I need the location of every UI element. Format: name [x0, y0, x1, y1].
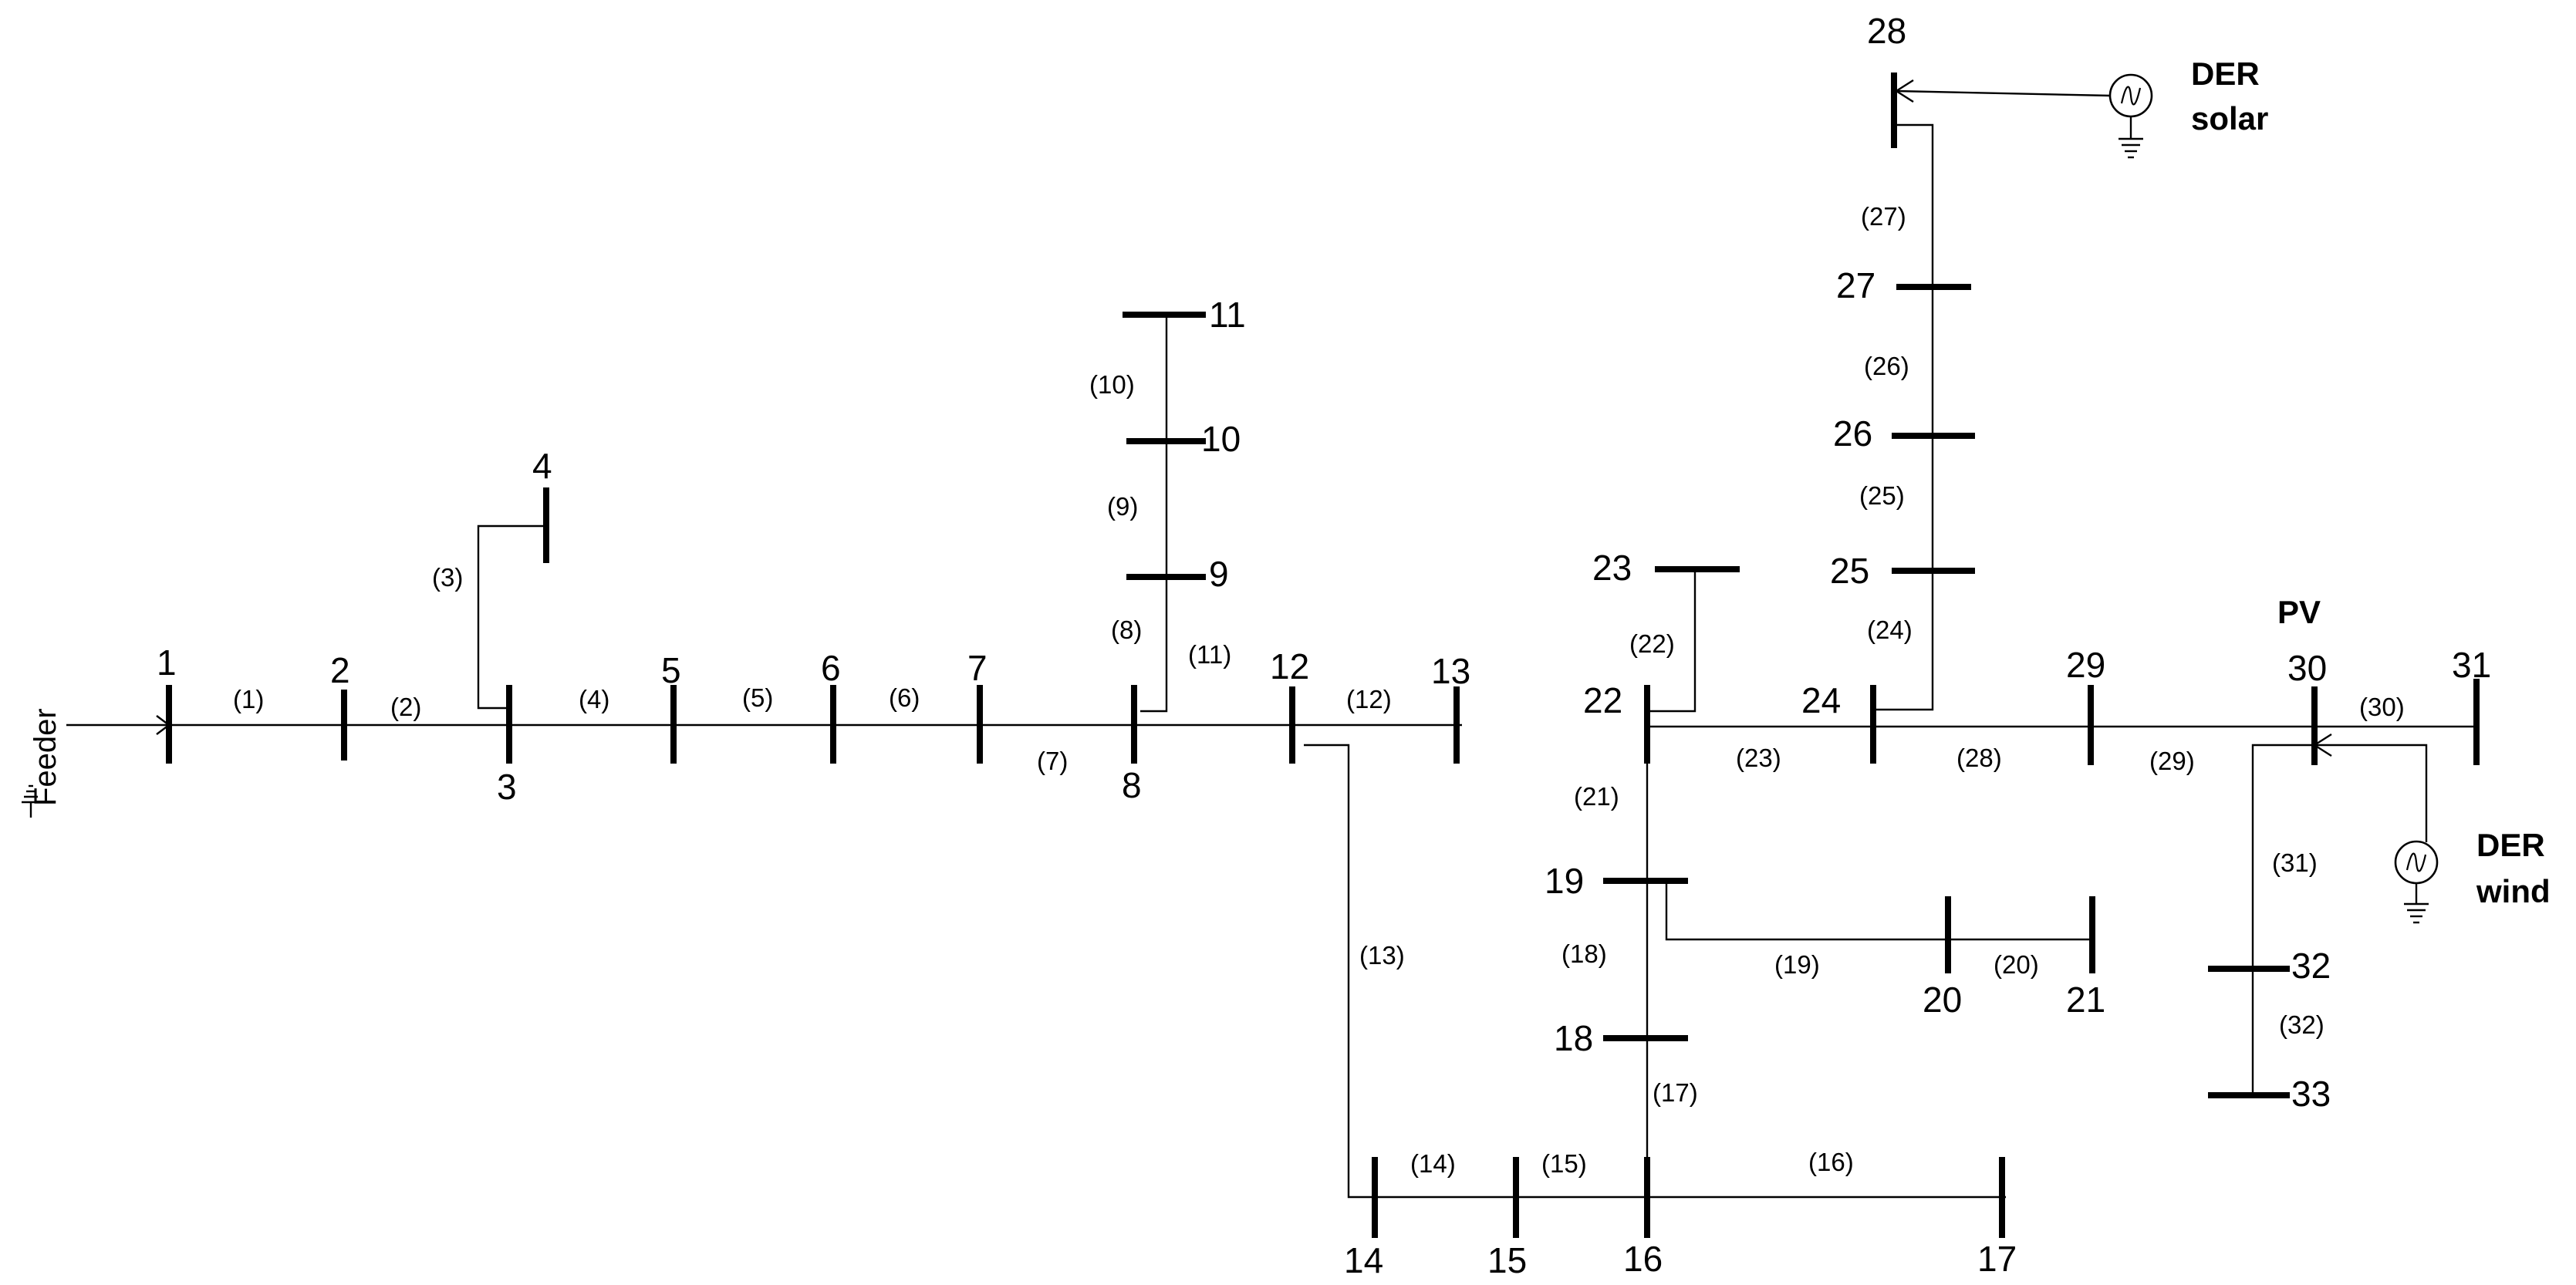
bus-label-9: 9	[1209, 554, 1229, 594]
bus-label-17: 17	[1977, 1239, 2017, 1279]
bus-label-7: 7	[967, 648, 988, 688]
der-solar-label-line1: DER	[2191, 56, 2260, 92]
bus-label-29: 29	[2066, 645, 2105, 685]
branch-label-9: (9)	[1107, 492, 1138, 521]
branch-label-21: (21)	[1574, 782, 1619, 811]
branch-label-11: (11)	[1188, 640, 1231, 669]
branch-line-24-28	[1875, 123, 1934, 711]
der-solar-generator: DER solar	[2108, 56, 2268, 159]
bus-bars	[166, 73, 2480, 1238]
bus-label-33: 33	[2291, 1074, 2331, 1114]
pv-label: PV	[2277, 594, 2321, 630]
bus-label-5: 5	[661, 650, 681, 690]
bus-label-16: 16	[1623, 1239, 1663, 1279]
branch-label-27: (27)	[1861, 202, 1906, 231]
branch-label-4: (4)	[579, 685, 609, 713]
branch-label-6: (6)	[889, 683, 920, 712]
branch-label-17: (17)	[1653, 1078, 1698, 1107]
branch-label-8: (8)	[1111, 616, 1142, 644]
bus-label-6: 6	[821, 648, 841, 688]
branch-label-20: (20)	[1994, 950, 2039, 979]
bus-label-30: 30	[2287, 648, 2327, 688]
branch-label-5: (5)	[742, 683, 773, 712]
branch-label-14: (14)	[1410, 1149, 1456, 1178]
bus-label-1: 1	[157, 642, 177, 683]
bus-label-24: 24	[1801, 680, 1841, 720]
bus-label-10: 10	[1201, 419, 1241, 459]
branch-label-16: (16)	[1808, 1148, 1854, 1176]
der-wind-line	[2314, 744, 2428, 842]
bus-label-23: 23	[1592, 548, 1632, 588]
der-solar-line	[1896, 89, 2111, 97]
branch-label-12: (12)	[1346, 685, 1392, 713]
branch-label-10: (10)	[1089, 370, 1135, 399]
bus-label-12: 12	[1270, 646, 1309, 686]
branch-line-13	[1304, 744, 1375, 1199]
branch-label-24: (24)	[1867, 616, 1913, 644]
bus-label-3: 3	[497, 767, 517, 807]
bus-label-28: 28	[1867, 11, 1906, 51]
bus-label-32: 32	[2291, 946, 2331, 986]
branch-label-2: (2)	[390, 693, 421, 721]
branch-label-23: (23)	[1736, 744, 1781, 772]
bus-label-18: 18	[1554, 1018, 1593, 1058]
branch-label-25: (25)	[1859, 481, 1905, 510]
der-solar-ground-icon	[2119, 116, 2143, 159]
branch-line-19	[1665, 879, 2095, 941]
bus-label-22: 22	[1583, 680, 1622, 720]
branch-labels: (1) (2) (3) (4) (5) (6) (7) (8) (9) (10)…	[233, 202, 2405, 1178]
feeder-label: Feeder	[29, 708, 62, 806]
bus-label-20: 20	[1923, 980, 1962, 1020]
bus-label-2: 2	[330, 650, 350, 690]
branch-label-28: (28)	[1956, 744, 2002, 772]
bus-label-27: 27	[1836, 265, 1875, 305]
branch-label-30: (30)	[2359, 693, 2405, 721]
bus-label-21: 21	[2066, 980, 2105, 1020]
branch-label-3: (3)	[432, 563, 463, 592]
branch-line-8-9-10-11	[1140, 315, 1168, 713]
branch-label-7: (7)	[1037, 747, 1068, 775]
bus-label-14: 14	[1344, 1240, 1383, 1280]
feeder-ground-icon	[22, 784, 40, 818]
bus-label-15: 15	[1487, 1240, 1527, 1280]
bus-label-13: 13	[1431, 651, 1470, 691]
der-wind-generator: DER wind	[2394, 827, 2551, 924]
feeder: Feeder	[22, 708, 62, 818]
bus-label-11: 11	[1209, 295, 1246, 335]
bus-label-25: 25	[1830, 551, 1869, 591]
bus-label-8: 8	[1122, 765, 1142, 805]
branch-label-31: (31)	[2272, 848, 2318, 877]
bus-label-4: 4	[532, 446, 552, 486]
branch-label-22: (22)	[1629, 629, 1675, 658]
branch-label-26: (26)	[1864, 352, 1909, 380]
branch-label-15: (15)	[1541, 1149, 1587, 1178]
branch-line-31-32	[2251, 744, 2314, 1095]
der-wind-ground-icon	[2404, 883, 2429, 924]
der-solar-label-line2: solar	[2191, 100, 2268, 137]
bus-label-31: 31	[2452, 645, 2491, 685]
branch-label-1: (1)	[233, 685, 264, 713]
branch-label-32: (32)	[2279, 1010, 2324, 1039]
bus-label-26: 26	[1833, 413, 1872, 454]
branch-label-18: (18)	[1561, 939, 1607, 968]
branch-lines	[66, 79, 2476, 1199]
bus-label-19: 19	[1545, 861, 1584, 901]
branch-label-29: (29)	[2149, 747, 2195, 775]
branch-label-13: (13)	[1359, 941, 1405, 970]
bus-labels: 1 2 3 4 5 6 7 8 9 10 11 12 13 14 15 16 1…	[157, 11, 2491, 1280]
branch-line-3	[477, 524, 546, 710]
der-wind-label-line1: DER	[2476, 827, 2545, 863]
branch-label-19: (19)	[1774, 950, 1820, 979]
der-wind-label-line2: wind	[2476, 873, 2551, 909]
branch-line-22	[1647, 569, 1697, 713]
